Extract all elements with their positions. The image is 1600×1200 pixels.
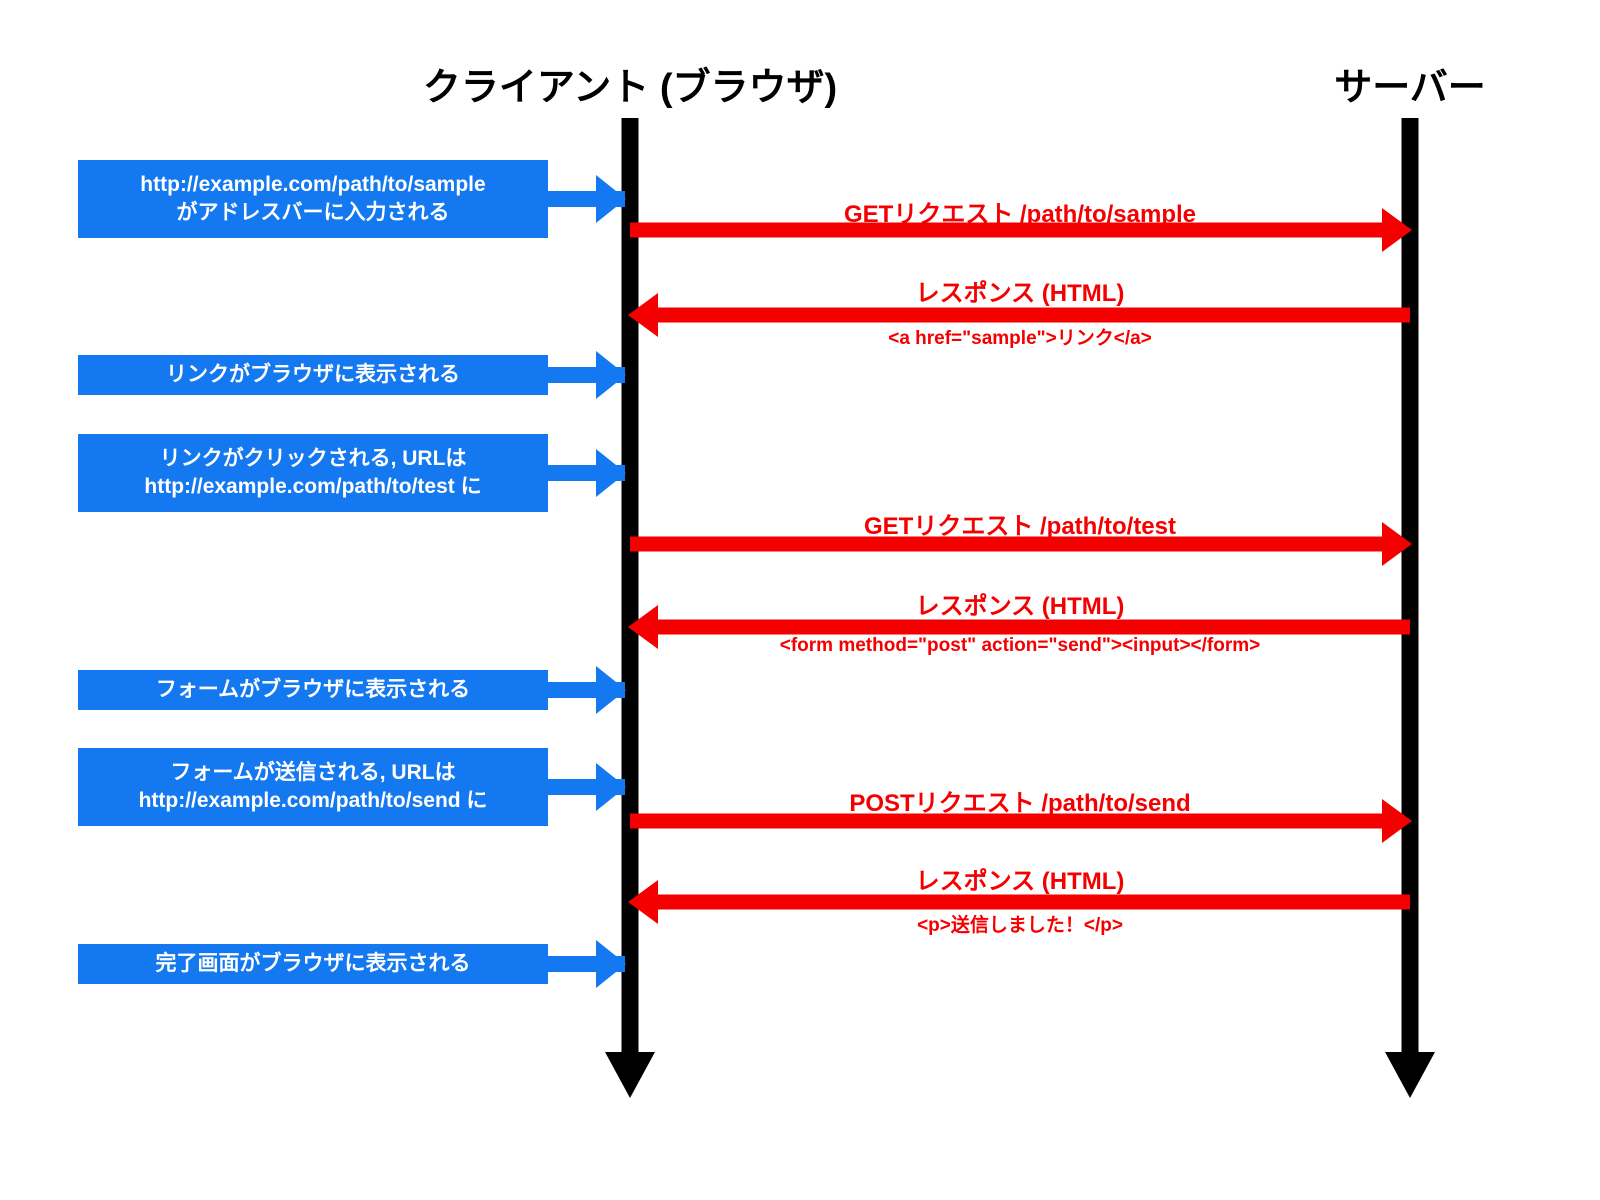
note-connector-arrowhead [596,351,626,399]
message-arrowhead-left [628,880,658,924]
message-code: <form method="post" action="send"><input… [779,635,1261,656]
note-box: フォームがブラウザに表示される [78,670,548,710]
message-shaft [630,813,1382,829]
note-connector-arrowhead [596,175,626,223]
message-arrowhead-right [1382,208,1412,252]
note-line: フォームがブラウザに表示される [155,678,471,702]
note-line: http://example.com/path/to/test に [144,475,482,498]
message-shaft [658,894,1410,910]
note-line: リンクがブラウザに表示される [166,363,460,387]
lifeline-server [1401,118,1419,1058]
message-shaft [658,619,1410,635]
lifeline-server-arrowhead [1385,1052,1435,1098]
message-arrowhead-right [1382,799,1412,843]
note-box: http://example.com/path/to/sample がアドレスバ… [78,160,548,238]
message-label: POSTリクエスト /path/to/send [849,790,1191,817]
message-code: <a href="sample">リンク</a> [888,328,1152,349]
note-line: がアドレスバーに入力される [176,201,450,224]
note-line: http://example.com/path/to/send に [138,789,488,812]
note-connector-arrowhead [596,940,626,988]
message-shaft [630,222,1382,238]
message-arrowhead-left [628,605,658,649]
note-line: 完了画面がブラウザに表示される [155,952,471,976]
note-box: 完了画面がブラウザに表示される [78,944,548,984]
note-line: フォームが送信される, URLは [170,761,456,785]
note-box: フォームが送信される, URLは http://example.com/path… [78,748,548,826]
note-connector-arrowhead [596,449,626,497]
message-shaft [630,536,1382,552]
actor-title-server: サーバー [1334,67,1486,109]
note-box: リンクがブラウザに表示される [78,355,548,395]
note-box: リンクがクリックされる, URLは http://example.com/pat… [78,434,548,512]
note-connector-arrowhead [596,666,626,714]
message-label: レスポンス (HTML) [915,593,1125,620]
message-code: <p>送信しました！</p> [917,915,1123,936]
message-label: GETリクエスト /path/to/test [864,513,1176,540]
message-label: レスポンス (HTML) [915,280,1125,307]
message-arrowhead-left [628,293,658,337]
message-arrowhead-right [1382,522,1412,566]
lifeline-client-arrowhead [605,1052,655,1098]
note-connector-arrowhead [596,763,626,811]
message-label: レスポンス (HTML) [915,868,1125,895]
actor-title-client: クライアント (ブラウザ) [422,67,838,109]
note-line: http://example.com/path/to/sample [140,173,486,197]
message-shaft [658,307,1410,323]
note-line: リンクがクリックされる, URLは [159,447,467,471]
